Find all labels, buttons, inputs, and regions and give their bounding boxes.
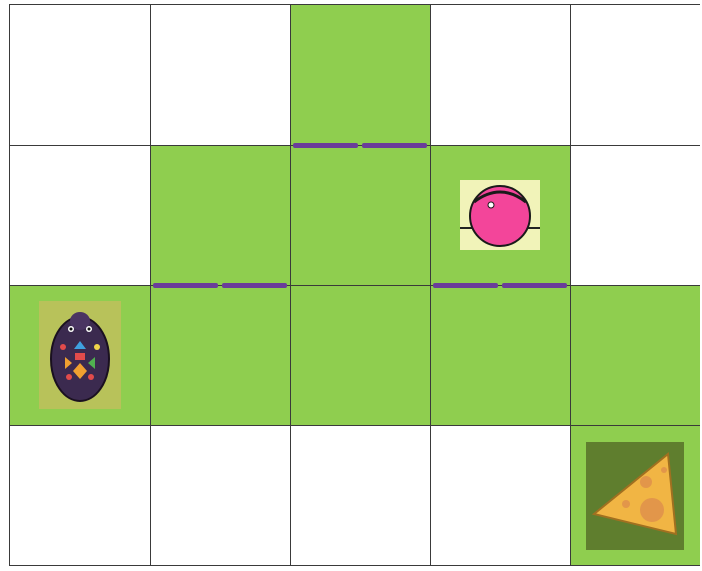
wall-segment <box>293 143 358 148</box>
board-cell-r2-c3[interactable] <box>430 285 570 425</box>
game-board <box>9 4 700 566</box>
board-cell-r3-c3[interactable] <box>430 425 570 566</box>
board-cell-r1-c2[interactable] <box>290 145 430 285</box>
cheese-icon[interactable] <box>586 442 684 550</box>
grid-line-horizontal <box>9 4 700 5</box>
board-cell-r1-c1[interactable] <box>150 145 290 285</box>
grid-line-horizontal <box>9 565 700 566</box>
wall-segment <box>153 283 218 288</box>
grid-line-horizontal <box>9 285 700 286</box>
board-cell-r0-c4[interactable] <box>570 4 700 145</box>
board-cell-r2-c4[interactable] <box>570 285 700 425</box>
board-cell-r0-c2[interactable] <box>290 4 430 145</box>
board-cell-r3-c2[interactable] <box>290 425 430 566</box>
board-cell-r1-c4[interactable] <box>570 145 700 285</box>
board-cell-r3-c1[interactable] <box>150 425 290 566</box>
wall-segment <box>433 283 498 288</box>
board-cell-r0-c1[interactable] <box>150 4 290 145</box>
robot-mouse-icon[interactable] <box>39 301 121 409</box>
board-cell-r0-c3[interactable] <box>430 4 570 145</box>
board-cell-r2-c1[interactable] <box>150 285 290 425</box>
ball-icon[interactable] <box>460 180 540 250</box>
wall-segment <box>362 143 427 148</box>
board-cell-r2-c2[interactable] <box>290 285 430 425</box>
board-cell-r1-c0[interactable] <box>9 145 150 285</box>
wall-segment <box>502 283 567 288</box>
board-cell-r3-c0[interactable] <box>9 425 150 566</box>
grid-line-horizontal <box>9 425 700 426</box>
wall-segment <box>222 283 287 288</box>
board-cell-r0-c0[interactable] <box>9 4 150 145</box>
